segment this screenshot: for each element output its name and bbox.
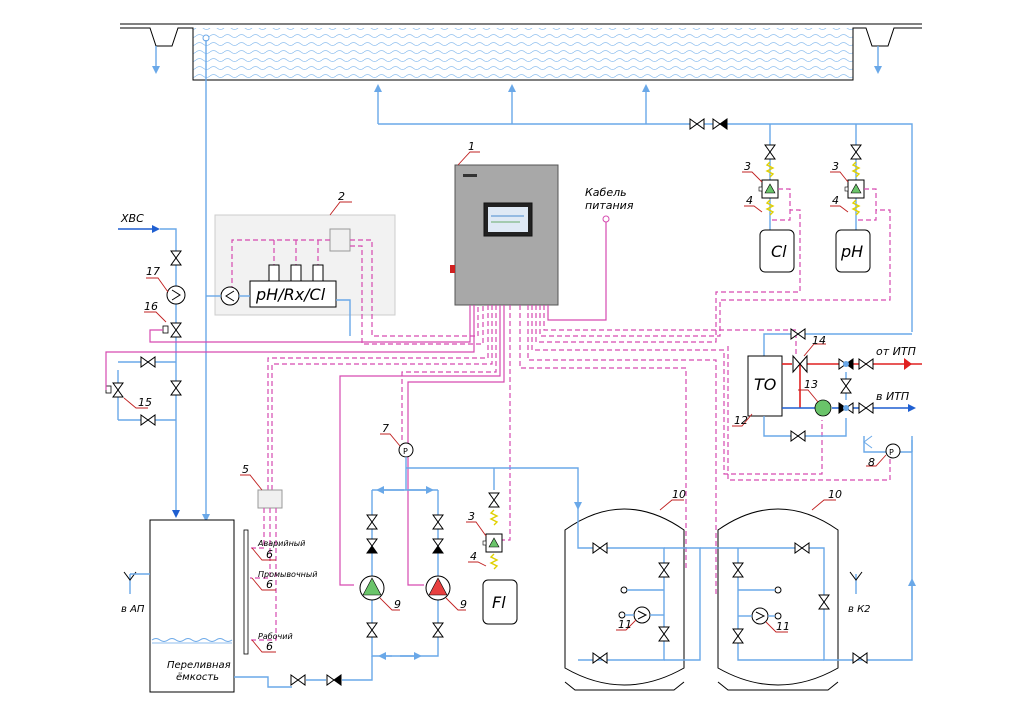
pool-basin: [120, 23, 922, 81]
callout-1: 1: [468, 140, 475, 153]
dosing-cl: Cl: [758, 144, 795, 273]
callout-9b: 9: [460, 598, 467, 611]
overflow-tank: Переливная ёмкость Аварийный Промывочный…: [149, 489, 373, 693]
callout-6b: 6: [266, 578, 273, 591]
filter-2: P: [700, 435, 916, 691]
dosing-ph: pH: [835, 144, 877, 273]
filter-1: [564, 508, 701, 691]
callout-5: 5: [242, 463, 249, 476]
to-ap-label: в АП: [121, 604, 145, 615]
callout-2: 2: [338, 190, 345, 203]
heat-exchanger-label: ТО: [754, 375, 776, 394]
power-cable-label-2: питания: [585, 199, 634, 212]
tank-cl-label: Cl: [771, 242, 787, 261]
svg-text:P: P: [889, 448, 894, 457]
tank-fl-label: Fl: [492, 593, 506, 612]
from-itp-label: от ИТП: [876, 345, 916, 358]
svg-text:P: P: [403, 447, 408, 456]
callout-17: 17: [146, 265, 160, 278]
callout-10a: 10: [672, 488, 686, 501]
callout-6a: 6: [266, 548, 273, 561]
callout-10b: 10: [828, 488, 842, 501]
callout-11a: 11: [618, 618, 632, 631]
circulation-pumps: P: [359, 442, 582, 660]
callout-6c: 6: [266, 640, 273, 653]
cold-water-inlet: ХВС: [105, 212, 186, 518]
callout-7: 7: [382, 422, 389, 435]
control-cabinet: [450, 164, 559, 306]
heat-exchanger-section: ТО от ИТП в ИТП: [747, 328, 922, 442]
callout-3b: 3: [832, 160, 839, 173]
signal-bus: [105, 209, 891, 596]
callout-15: 15: [138, 396, 152, 409]
callout-3a: 3: [744, 160, 751, 173]
callouts: 1 2 3 4 3 4 3 4 5 6 6 6 7 8 9 9 10 10: [123, 140, 887, 653]
callout-4c: 4: [470, 550, 477, 563]
callout-11b: 11: [776, 620, 790, 633]
power-cable-label-1: Кабель: [585, 186, 627, 199]
overflow-label-1: Переливная: [167, 660, 231, 671]
callout-12: 12: [734, 414, 748, 427]
overflow-label-2: ёмкость: [176, 672, 219, 683]
tank-ph-label: pH: [840, 242, 863, 261]
to-k2-label: в К2: [848, 604, 871, 615]
callout-13: 13: [804, 378, 818, 391]
xvs-label: ХВС: [120, 212, 144, 225]
callout-16: 16: [144, 300, 158, 313]
callout-9a: 9: [394, 598, 401, 611]
callout-3c: 3: [468, 510, 475, 523]
callout-4b: 4: [832, 194, 839, 207]
callout-8: 8: [868, 456, 875, 469]
callout-14: 14: [812, 334, 826, 347]
callout-4a: 4: [746, 194, 753, 207]
level-flush-label: Промывочный: [258, 570, 317, 579]
dosing-fl: Fl: [482, 468, 518, 625]
level-work-label: Рабочий: [258, 632, 293, 641]
level-alarm-label: Аварийный: [257, 539, 305, 548]
analyzer-label: pH/Rx/Cl: [255, 285, 326, 304]
analyzer-panel: pH/Rx/Cl: [206, 214, 484, 345]
to-itp-label: в ИТП: [876, 390, 909, 403]
